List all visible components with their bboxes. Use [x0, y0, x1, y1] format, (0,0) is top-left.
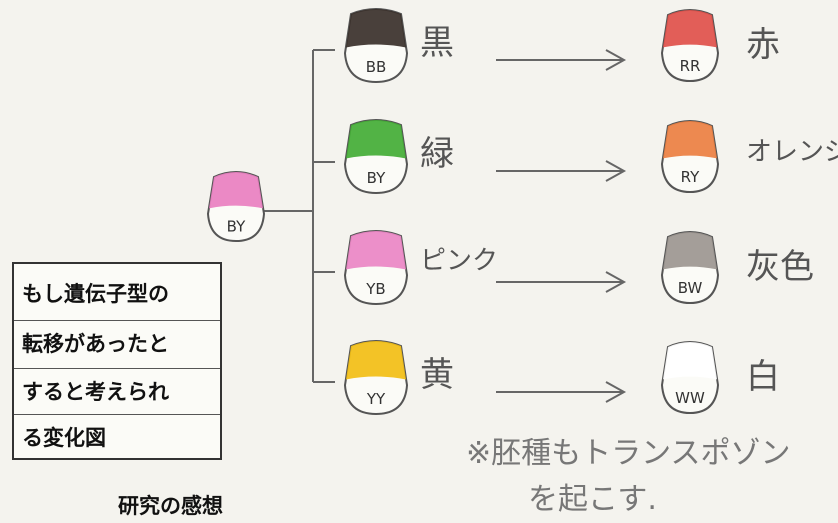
tooth-crown-color	[663, 232, 717, 270]
genotype-label: BY	[367, 169, 386, 187]
child-tooth: BW	[660, 231, 720, 305]
tooth-crown-color	[663, 121, 717, 159]
genotype-label: YY	[366, 390, 386, 408]
child-color-label: 灰色	[746, 247, 814, 287]
title-rule	[14, 414, 220, 415]
parent-tooth: YY	[343, 340, 409, 416]
tooth-crown-color	[346, 9, 406, 48]
genotype-label: BW	[678, 279, 703, 297]
root-tooth: BY	[206, 171, 266, 243]
title-line-3: すると考えられ	[22, 379, 169, 404]
genotype-label: BY	[227, 217, 246, 235]
transition-arrow	[496, 49, 627, 71]
tooth-crown-color	[663, 342, 717, 380]
parent-tooth: YB	[343, 230, 409, 306]
parent-color-label: 黒	[420, 23, 454, 63]
tooth-crown-color	[346, 120, 406, 159]
tooth-crown-color	[209, 172, 263, 209]
genotype-label: RR	[680, 57, 701, 75]
note-line-1: ※胚種もトランスポゾン	[466, 436, 791, 471]
transition-arrow	[496, 160, 627, 182]
parent-tooth: BY	[343, 119, 409, 195]
child-color-label: 赤	[746, 25, 780, 65]
child-tooth: RR	[660, 9, 720, 83]
genotype-label: BB	[366, 58, 387, 76]
section-caption: 研究の感想	[118, 493, 223, 518]
parent-color-label: ピンク	[420, 246, 499, 276]
tooth-crown-color	[663, 10, 717, 48]
title-line-1: もし遺伝子型の	[22, 281, 169, 306]
child-tooth: RY	[660, 120, 720, 194]
title-rule	[14, 320, 220, 321]
arrows-group	[496, 49, 627, 403]
child-color-label: オレンジ	[746, 137, 838, 167]
title-line-2: 転移があったと	[22, 331, 169, 356]
tooth-crown-color	[346, 341, 406, 380]
parent-color-label: 黄	[420, 355, 454, 395]
title-line-4: る変化図	[22, 425, 106, 450]
tree-connector	[262, 49, 335, 383]
parent-tooth: BB	[343, 8, 409, 84]
child-tooth: WW	[660, 341, 720, 415]
parent-color-label: 緑	[420, 134, 454, 174]
child-color-label: 白	[746, 357, 780, 397]
diagram-title-box: もし遺伝子型の 転移があったと すると考えられ る変化図	[12, 262, 222, 460]
note-line-2: を起こす.	[528, 482, 657, 517]
teeth-group: BY BB RR BY RY YB BW YY WW	[206, 8, 720, 416]
genotype-label: WW	[675, 389, 705, 407]
transition-arrow	[496, 381, 627, 403]
tooth-crown-color	[346, 231, 406, 270]
title-rule	[14, 368, 220, 369]
genotype-label: RY	[681, 168, 700, 186]
transition-arrow	[496, 271, 627, 293]
genotype-label: YB	[365, 280, 385, 298]
